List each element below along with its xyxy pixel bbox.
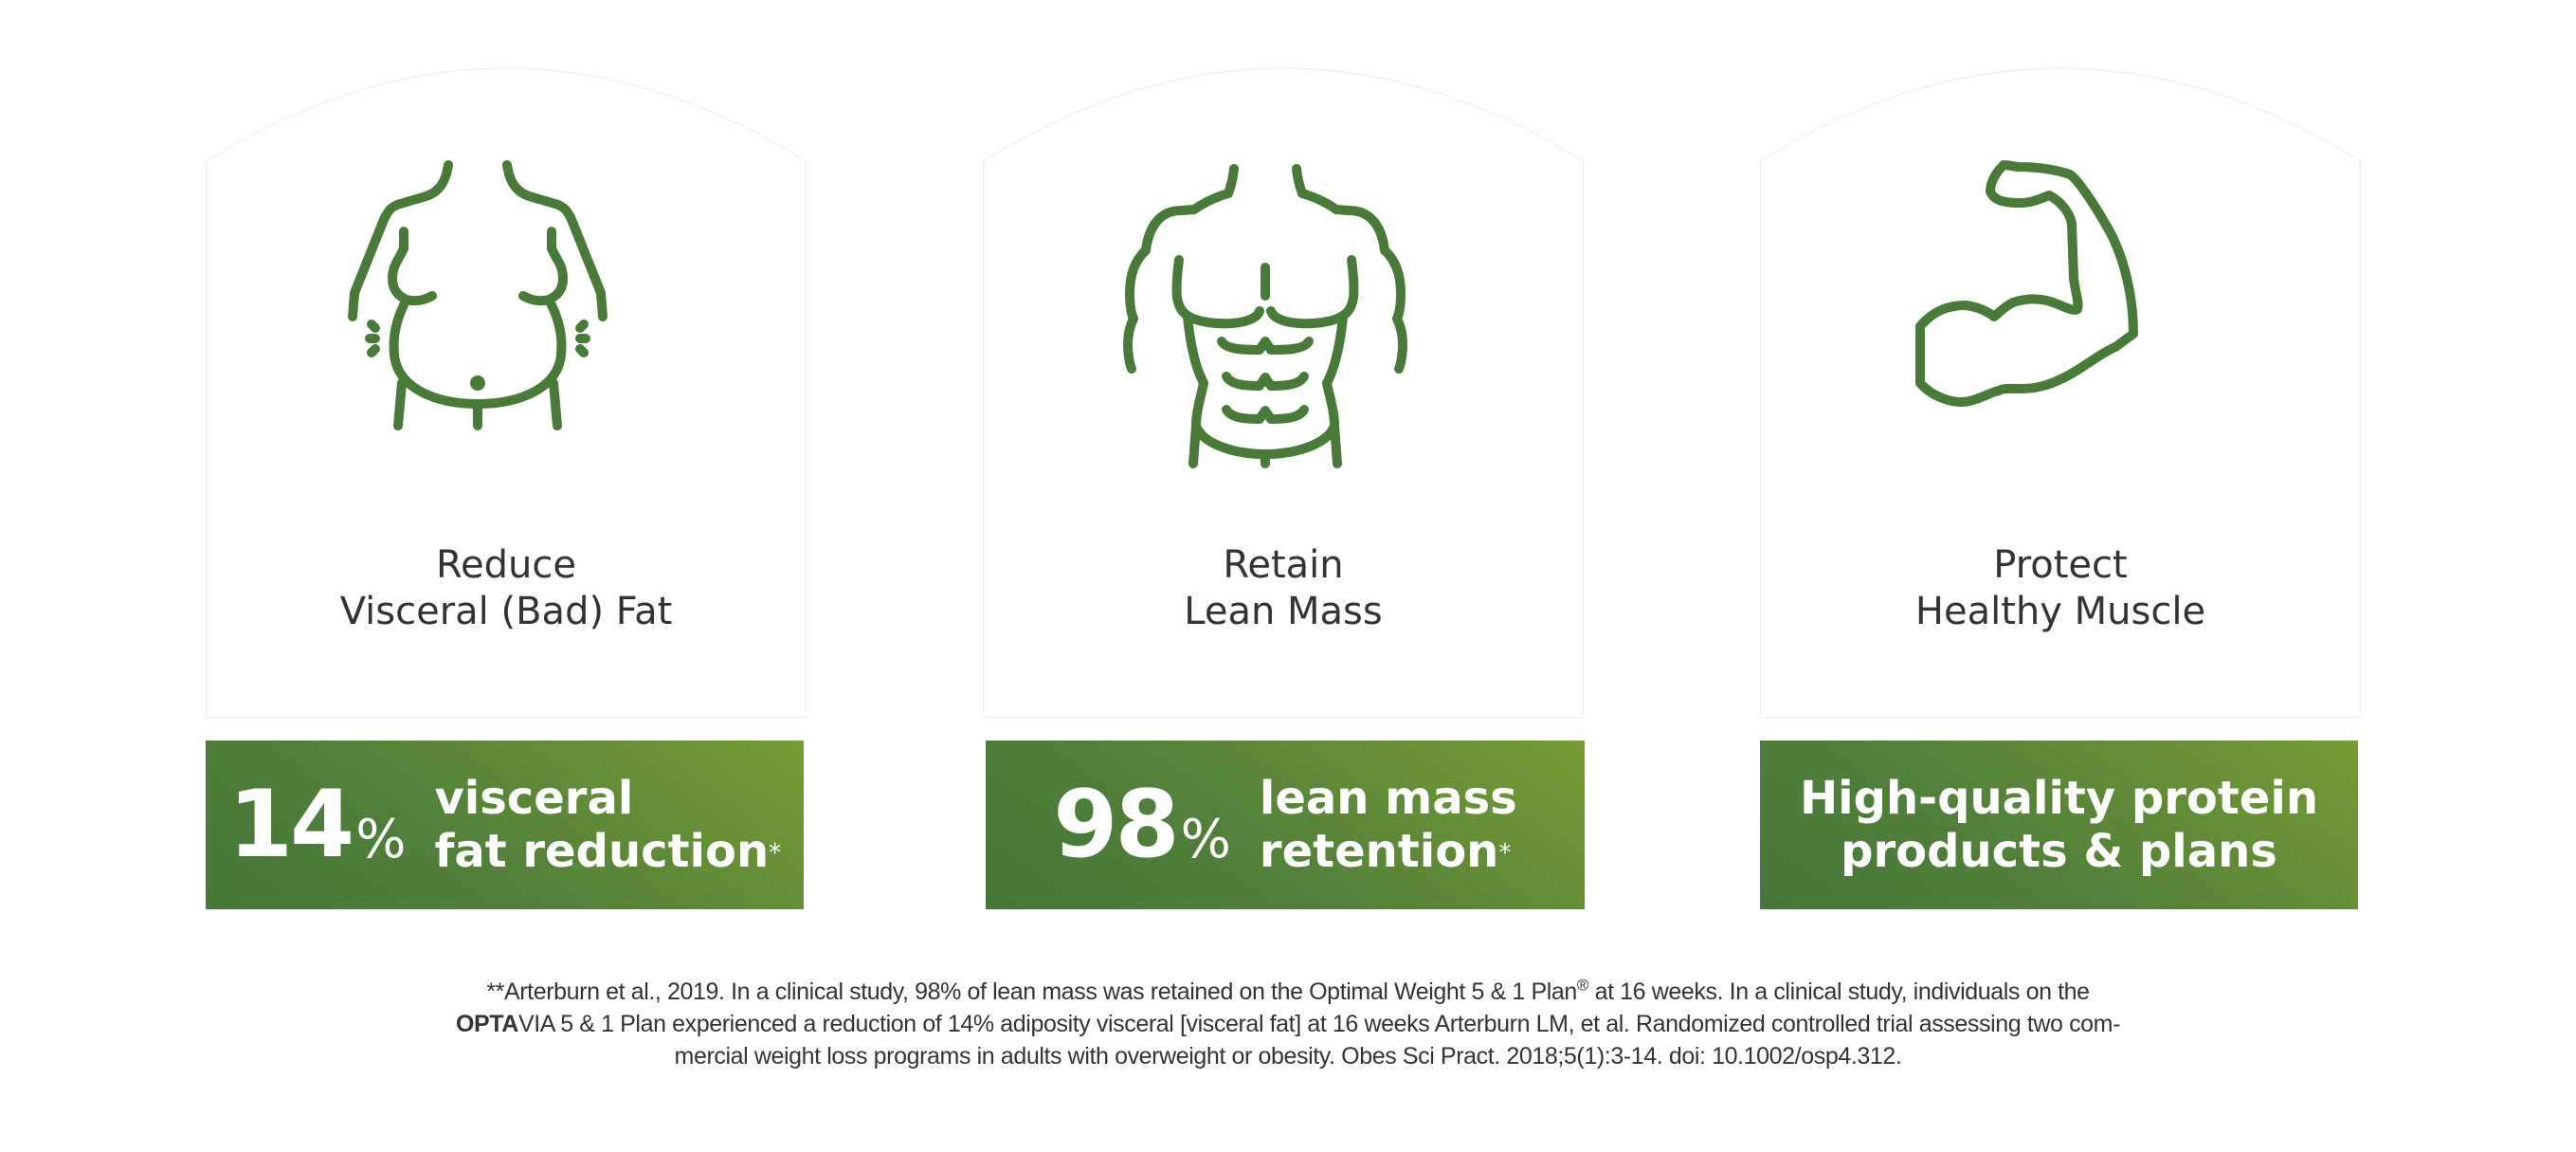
card-protect-healthy-muscle: Protect Healthy Muscle	[1760, 67, 2361, 718]
stat-banner-visceral-fat: 14 % visceral fat reduction*	[206, 741, 804, 909]
stat-text-line1: visceral	[434, 772, 634, 825]
flexed-bicep-icon	[1899, 155, 2222, 478]
card-title-line2: Healthy Muscle	[1914, 590, 2206, 633]
asterisk-footnote-marker: *	[1498, 839, 1512, 868]
footnote-line1: **Arterburn et al., 2019. In a clinical …	[0, 976, 2576, 1008]
stat-percent: %	[1180, 809, 1231, 870]
stat-text-line2-label: retention	[1259, 825, 1499, 878]
footnote-line2-text: VIA 5 & 1 Plan experienced a reduction o…	[517, 1011, 2121, 1037]
card-title-line1: Reduce	[436, 543, 576, 587]
banner-text-line2: products & plans	[1841, 825, 2277, 878]
registered-mark: ®	[1576, 976, 1589, 995]
stat-text-line2-label: fat reduction	[434, 825, 770, 878]
stat-description: visceral fat reduction*	[434, 772, 781, 878]
stat-text-line2: retention*	[1260, 825, 1517, 878]
footnote-line1-text-cont: at 16 weeks. In a clinical study, indivi…	[1588, 978, 2091, 1005]
stat-number: 14	[227, 771, 354, 879]
brand-name-bold: OPTA	[455, 1011, 518, 1037]
card-title: Retain Lean Mass	[983, 542, 1584, 635]
card-title-line2: Lean Mass	[1184, 590, 1383, 633]
protein-banner: High-quality protein products & plans	[1760, 741, 2358, 909]
citation-footnote: **Arterburn et al., 2019. In a clinical …	[0, 976, 2576, 1072]
stat-text-line2: fat reduction*	[434, 825, 781, 878]
card-arch-background	[1760, 67, 2361, 718]
card-arch-background	[983, 67, 1584, 718]
banner-text-line1: High-quality protein	[1800, 772, 2318, 825]
stat-number: 98	[1053, 771, 1179, 879]
belly-torso-icon	[345, 155, 667, 478]
stat-description: lean mass retention*	[1260, 772, 1517, 878]
card-retain-lean-mass: Retain Lean Mass	[983, 67, 1584, 718]
card-arch-background	[206, 67, 807, 718]
muscular-torso-icon	[1122, 155, 1444, 478]
card-title: Protect Healthy Muscle	[1760, 542, 2361, 635]
card-title: Reduce Visceral (Bad) Fat	[206, 542, 807, 635]
stat-banner-lean-mass: 98 % lean mass retention*	[986, 741, 1585, 909]
stat-percent: %	[355, 809, 407, 870]
card-reduce-visceral-fat: Reduce Visceral (Bad) Fat	[206, 67, 807, 718]
asterisk-footnote-marker: *	[769, 839, 782, 868]
footnote-line3: mercial weight loss programs in adults w…	[674, 1043, 1902, 1070]
stat-group: 98 % lean mass retention*	[1053, 772, 1516, 878]
card-title-line1: Protect	[1993, 543, 2128, 587]
card-title-line2: Visceral (Bad) Fat	[339, 590, 673, 633]
footnote-line2: OPTAVIA 5 & 1 Plan experienced a reducti…	[0, 1008, 2576, 1040]
banner-text: High-quality protein products & plans	[1800, 772, 2318, 878]
stat-group: 14 % visceral fat reduction*	[228, 772, 781, 878]
stat-text-line1: lean mass	[1259, 772, 1517, 825]
card-title-line1: Retain	[1223, 543, 1344, 587]
footnote-line1-text: **Arterburn et al., 2019. In a clinical …	[486, 978, 1577, 1005]
